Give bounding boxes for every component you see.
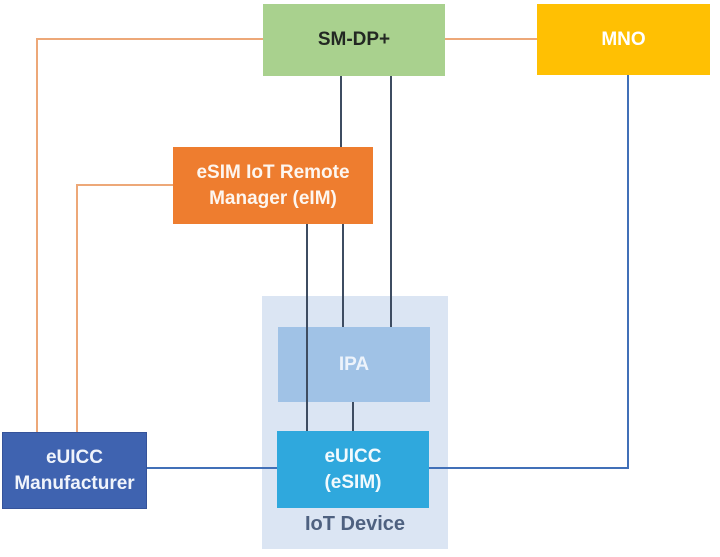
node-mno: MNO bbox=[537, 4, 710, 75]
connector-eim-to-manufacturer-vertical bbox=[76, 184, 78, 432]
iot-device-label: IoT Device bbox=[304, 513, 406, 535]
connector-smdp-to-eim bbox=[340, 76, 342, 147]
node-sm-dp-plus: SM-DP+ bbox=[263, 4, 445, 76]
node-euicc-esim: eUICC (eSIM) bbox=[277, 431, 429, 508]
connector-smdp-to-ipa bbox=[390, 76, 392, 327]
node-eim: eSIM IoT Remote Manager (eIM) bbox=[173, 147, 373, 224]
sm-dp-plus-label: SM-DP+ bbox=[317, 29, 391, 51]
euicc-esim-label: eUICC (eSIM) bbox=[324, 446, 382, 493]
ipa-label: IPA bbox=[338, 353, 370, 375]
connector-smdp-to-mno bbox=[445, 38, 537, 40]
connector-mno-to-euicc-vertical bbox=[627, 75, 629, 469]
node-ipa: IPA bbox=[278, 327, 430, 402]
node-euicc-manufacturer: eUICC Manufacturer bbox=[2, 432, 147, 509]
mno-label: MNO bbox=[601, 28, 646, 50]
connector-eim-to-ipa bbox=[342, 224, 344, 327]
eim-label: eSIM IoT Remote Manager (eIM) bbox=[196, 162, 350, 209]
connector-eim-to-euicc bbox=[306, 224, 308, 431]
connector-manufacturer-to-euicc bbox=[147, 467, 277, 469]
connector-mno-to-euicc-horizontal bbox=[429, 467, 629, 469]
connector-eim-to-manufacturer-horizontal bbox=[76, 184, 173, 186]
connector-ipa-to-euicc bbox=[352, 402, 354, 431]
euicc-manufacturer-label: eUICC Manufacturer bbox=[14, 447, 135, 494]
connector-smdp-to-manufacturer-horizontal bbox=[36, 38, 263, 40]
connector-smdp-to-manufacturer-vertical bbox=[36, 38, 38, 432]
